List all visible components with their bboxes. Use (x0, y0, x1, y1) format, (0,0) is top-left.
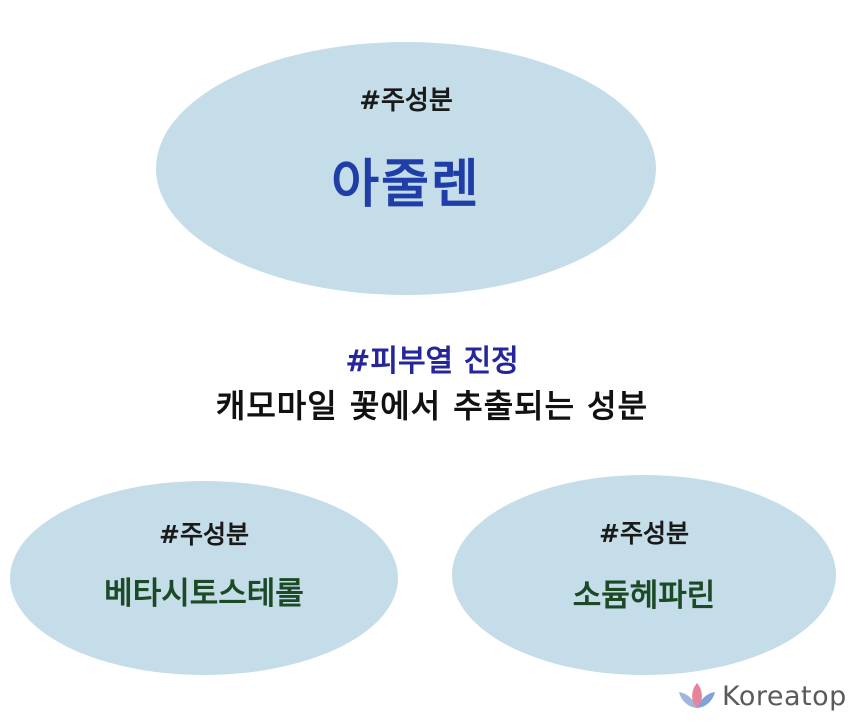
top-ingredient-name: 아줄렌 (331, 155, 481, 215)
left-ingredient-tag: #주성분 (159, 520, 249, 549)
top-ingredient-ellipse: #주성분 아줄렌 (156, 42, 656, 295)
top-ingredient-tag: #주성분 (359, 86, 453, 116)
left-ingredient-name: 베타시토스테롤 (104, 576, 304, 612)
watermark-text: Koreatop (722, 680, 847, 712)
center-hashtag: #피부열 진정 (345, 344, 519, 379)
right-ingredient-ellipse: #주성분 소듐헤파린 (452, 475, 836, 675)
left-ingredient-ellipse: #주성분 베타시토스테롤 (10, 481, 398, 675)
watermark: Koreatop (678, 679, 847, 713)
right-ingredient-tag: #주성분 (599, 519, 689, 548)
lotus-logo-icon (679, 683, 715, 708)
right-ingredient-name: 소듐헤파린 (572, 578, 716, 614)
center-description: 캐모마일 꽃에서 추출되는 성분 (215, 387, 649, 425)
